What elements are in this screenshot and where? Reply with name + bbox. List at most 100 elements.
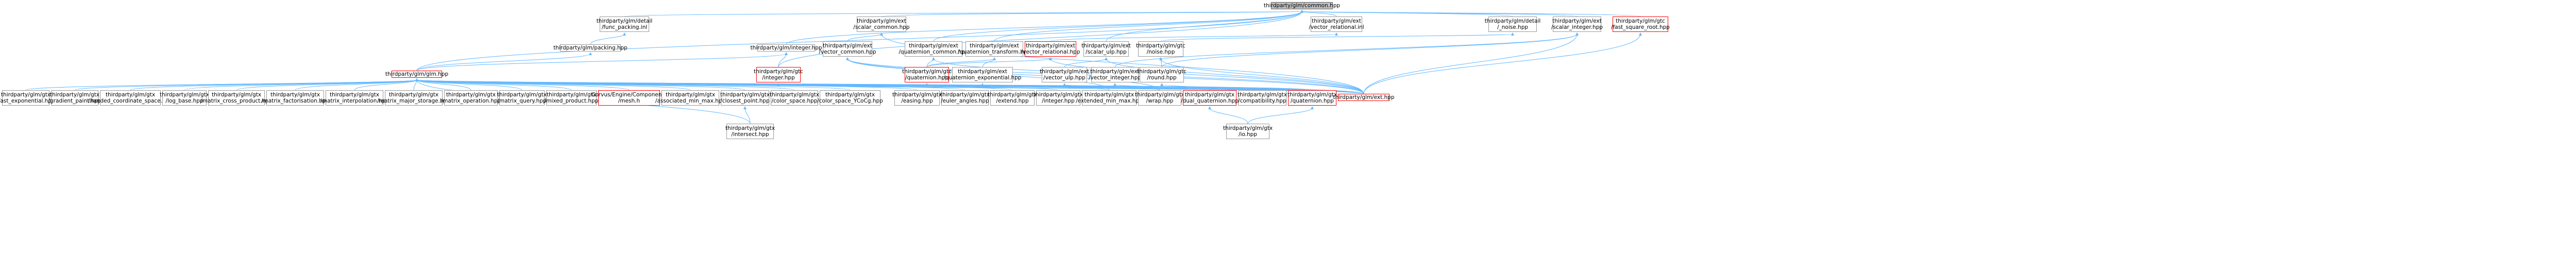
edge-vector-relational-inl-to-common-hpp <box>1301 11 1337 17</box>
edge-ext-hpp-to-gtc-noise-hpp <box>1160 58 1364 94</box>
node-matrix-factorisation-hpp[interactable]: thirdparty/glm/gtx /matrix_factorisation… <box>261 90 329 106</box>
edge-arrowhead <box>1335 32 1338 36</box>
node-ext-hpp[interactable]: thirdparty/glm/ext.hpp <box>1333 94 1395 101</box>
edge-arrowhead <box>589 52 592 55</box>
edge-arrowhead <box>785 52 788 55</box>
edge-arrowhead <box>1575 32 1579 36</box>
edge-matrix-query-hpp-to-glm-hpp <box>416 79 522 91</box>
edge-vector-relational-hpp-to-vector-relational-inl <box>1050 33 1337 42</box>
node-color-space-hpp[interactable]: thirdparty/glm/gtx /color_space.hpp <box>770 90 819 106</box>
edge-arrowhead <box>993 57 996 60</box>
node-gtc-noise-hpp[interactable]: thirdparty/glm/gtc /noise.hpp <box>1136 41 1185 57</box>
node-vector-relational-hpp[interactable]: thirdparty/glm/ext /vector_relational.hp… <box>1021 41 1080 57</box>
edge-arrowhead <box>743 106 747 109</box>
edge-arrowhead <box>1063 83 1066 86</box>
node-gtx-integer-hpp[interactable]: thirdparty/glm/gtx /integer.hpp <box>1033 90 1083 106</box>
node-mesh-h[interactable]: Corvus/Engine/Components /mesh.h <box>591 90 667 106</box>
node-vector-common-hpp[interactable]: thirdparty/glm/ext /vector_common.hpp <box>819 41 876 57</box>
node-vector-relational-inl[interactable]: thirdparty/glm/ext /vector_relational.in… <box>1309 16 1364 32</box>
edge-gtc-round-hpp-to-scalar-integer-hpp <box>1161 33 1578 68</box>
edge-ext-hpp-to-scalar-ulp-hpp <box>1106 58 1364 94</box>
edge-gtx-integer-hpp-to-gtc-integer-hpp <box>778 84 1059 91</box>
node-integer-hpp[interactable]: thirdparty/glm/integer.hpp <box>750 44 822 52</box>
node-func-packing-inl[interactable]: thirdparty/glm/detail /func_packing.inl <box>597 16 652 32</box>
node-fast-exponential-hpp[interactable]: thirdparty/glm/gtx /fast_exponential.hpp <box>0 90 55 106</box>
node-scalar-ulp-hpp[interactable]: thirdparty/glm/ext /scalar_ulp.hpp <box>1081 41 1131 57</box>
node-packing-hpp[interactable]: thirdparty/glm/packing.hpp <box>553 44 628 52</box>
edge-arrowhead <box>1311 106 1314 109</box>
node-intersect-hpp[interactable]: thirdparty/glm/gtx /intersect.hpp <box>725 124 775 139</box>
edge-io-hpp-to-dual-quaternion-hpp <box>1209 107 1248 124</box>
node-closest-point-hpp[interactable]: thirdparty/glm/gtx /closest_point.hpp <box>720 90 770 106</box>
edge-gtc-noise-hpp-to-detail-noise-hpp <box>1160 33 1513 42</box>
node-matrix-interpolation-hpp[interactable]: thirdparty/glm/gtx /matrix_interpolation… <box>320 90 389 106</box>
node-detail-noise-hpp[interactable]: thirdparty/glm/detail /_noise.hpp <box>1485 16 1540 32</box>
node-extend-hpp[interactable]: thirdparty/glm/gtx /extend.hpp <box>988 90 1037 106</box>
edge-arrowhead <box>925 83 928 86</box>
node-matrix-major-storage-hpp[interactable]: thirdparty/glm/gtx /matrix_major_storage… <box>377 90 450 106</box>
node-mixed-product-hpp[interactable]: thirdparty/glm/gtx /mixed_product.hpp <box>545 90 598 106</box>
node-gtc-round-hpp[interactable]: thirdparty/glm/gtc /round.hpp <box>1137 67 1187 82</box>
edge-arrowhead <box>1511 32 1514 36</box>
edge-arrowhead <box>1049 57 1052 60</box>
edge-intersect-hpp-to-closest-point-hpp <box>744 107 751 124</box>
edge-glm-hpp-to-common-hpp <box>416 11 1302 71</box>
edge-glm-hpp-to-integer-hpp <box>416 53 787 71</box>
node-fast-square-root-hpp[interactable]: thirdparty/glm/gtc /fast_square_root.hpp <box>1611 16 1670 32</box>
edge-matrix-factorisation-hpp-to-glm-hpp <box>295 79 417 91</box>
node-color-space-ycocg-hpp[interactable]: thirdparty/glm/gtx /color_space_YCoCg.hp… <box>817 90 883 106</box>
edge-arrowhead <box>846 57 849 60</box>
edge-gtc-quaternion-hpp-mid-to-quaternion-transform-hpp <box>926 58 995 68</box>
node-vector-ulp-hpp[interactable]: thirdparty/glm/ext /vector_ulp.hpp <box>1040 67 1089 82</box>
edge-gtc-integer-hpp-to-common-hpp <box>778 11 1302 68</box>
edge-ext-hpp-to-vector-relational-hpp <box>1050 58 1364 94</box>
node-glm-hpp[interactable]: thirdparty/glm/glm.hpp <box>385 71 449 78</box>
node-wrap-hpp[interactable]: thirdparty/glm/gtx /wrap.hpp <box>1135 90 1184 106</box>
edge-matrix-interpolation-hpp-to-glm-hpp <box>354 79 417 91</box>
edge-fast-square-root-hpp-to-common-hpp <box>1301 11 1641 17</box>
edge-ext-hpp-to-scalar-integer-hpp <box>1363 33 1578 94</box>
node-gradient-paint-hpp[interactable]: thirdparty/glm/gtx /gradient_paint.hpp <box>48 90 101 106</box>
edge-arrowhead <box>880 32 883 36</box>
edge-arrowhead <box>1159 57 1162 60</box>
node-matrix-cross-product-hpp[interactable]: thirdparty/glm/gtx /matrix_cross_product… <box>200 90 273 106</box>
edge-arrowhead <box>623 32 626 36</box>
node-compatibility-hpp[interactable]: thirdparty/glm/gtx /compatibility.hpp <box>1238 90 1287 106</box>
edge-arrowhead <box>1208 106 1211 109</box>
node-gtc-quaternion-hpp-mid[interactable]: thirdparty/glm/gtc /quaternion.hpp <box>902 67 952 82</box>
node-quaternion-transform-hpp[interactable]: thirdparty/glm/ext /quaternion_transform… <box>958 41 1030 57</box>
node-gtx-quaternion-hpp[interactable]: thirdparty/glm/gtx /quaternion.hpp <box>1287 90 1337 106</box>
node-io-hpp[interactable]: thirdparty/glm/gtx /io.hpp <box>1223 124 1273 139</box>
node-associated-min-max-hpp[interactable]: thirdparty/glm/gtx /associated_min_max.h… <box>655 90 725 106</box>
edge-quaternion-transform-hpp-to-common-hpp <box>994 11 1302 42</box>
node-vector-integer-hpp[interactable]: thirdparty/glm/ext /vector_integer.hpp <box>1089 67 1141 82</box>
node-scalar-integer-hpp[interactable]: thirdparty/glm/ext /scalar_integer.hpp <box>1551 16 1603 32</box>
node-dual-quaternion-hpp[interactable]: thirdparty/glm/gtx /dual_quaternion.hpp <box>1181 90 1239 106</box>
node-extended-min-max-hpp[interactable]: thirdparty/glm/gtx /extended_min_max.hpp <box>1076 90 1143 106</box>
edge-func-packing-inl-to-common-hpp <box>624 11 1302 17</box>
node-quaternion-exponential-hpp[interactable]: thirdparty/glm/ext /quaternion_exponenti… <box>944 67 1021 82</box>
node-scalar-common-hpp[interactable]: thirdparty/glm/ext /scalar_common.hpp <box>853 16 910 32</box>
node-quaternion-common-hpp[interactable]: thirdparty/glm/ext /quaternion_common.hp… <box>899 41 968 57</box>
edge-arrowhead <box>415 78 418 81</box>
node-matrix-operation-hpp[interactable]: thirdparty/glm/gtx /matrix_operation.hpp <box>441 90 501 106</box>
edge-scalar-common-hpp-to-common-hpp <box>881 11 1302 17</box>
node-matrix-query-hpp[interactable]: thirdparty/glm/gtx /matrix_query.hpp <box>497 90 547 106</box>
edge-io-hpp-to-gtx-quaternion-hpp <box>1247 107 1313 124</box>
edge-arrowhead <box>1639 32 1642 36</box>
node-euler-angles-hpp[interactable]: thirdparty/glm/gtx /euler_angles.hpp <box>940 90 990 106</box>
edge-arrowhead <box>1105 57 1108 60</box>
edge-ext-hpp-to-fast-square-root-hpp <box>1363 33 1641 94</box>
node-easing-hpp[interactable]: thirdparty/glm/gtx /easing.hpp <box>892 90 942 106</box>
node-log-base-hpp[interactable]: thirdparty/glm/gtx /log_base.hpp <box>160 90 209 106</box>
node-handed-coordinate-space-hpp[interactable]: thirdparty/glm/gtx /handed_coordinate_sp… <box>88 90 173 106</box>
edge-quaternion-common-hpp-to-common-hpp <box>933 11 1302 42</box>
edge-gtx-quaternion-hpp-to-gtc-quaternion-hpp-mid <box>926 84 1313 91</box>
edge-arrowhead <box>932 57 935 60</box>
edge-integer-hpp-to-common-hpp <box>786 11 1302 45</box>
node-gtc-integer-hpp[interactable]: thirdparty/glm/gtc /integer.hpp <box>754 67 803 82</box>
edge-glm-hpp-to-packing-hpp <box>416 53 591 71</box>
edge-arrowhead <box>1300 10 1303 13</box>
node-common-hpp[interactable]: thirdparty/glm/common.hpp <box>1263 2 1341 9</box>
